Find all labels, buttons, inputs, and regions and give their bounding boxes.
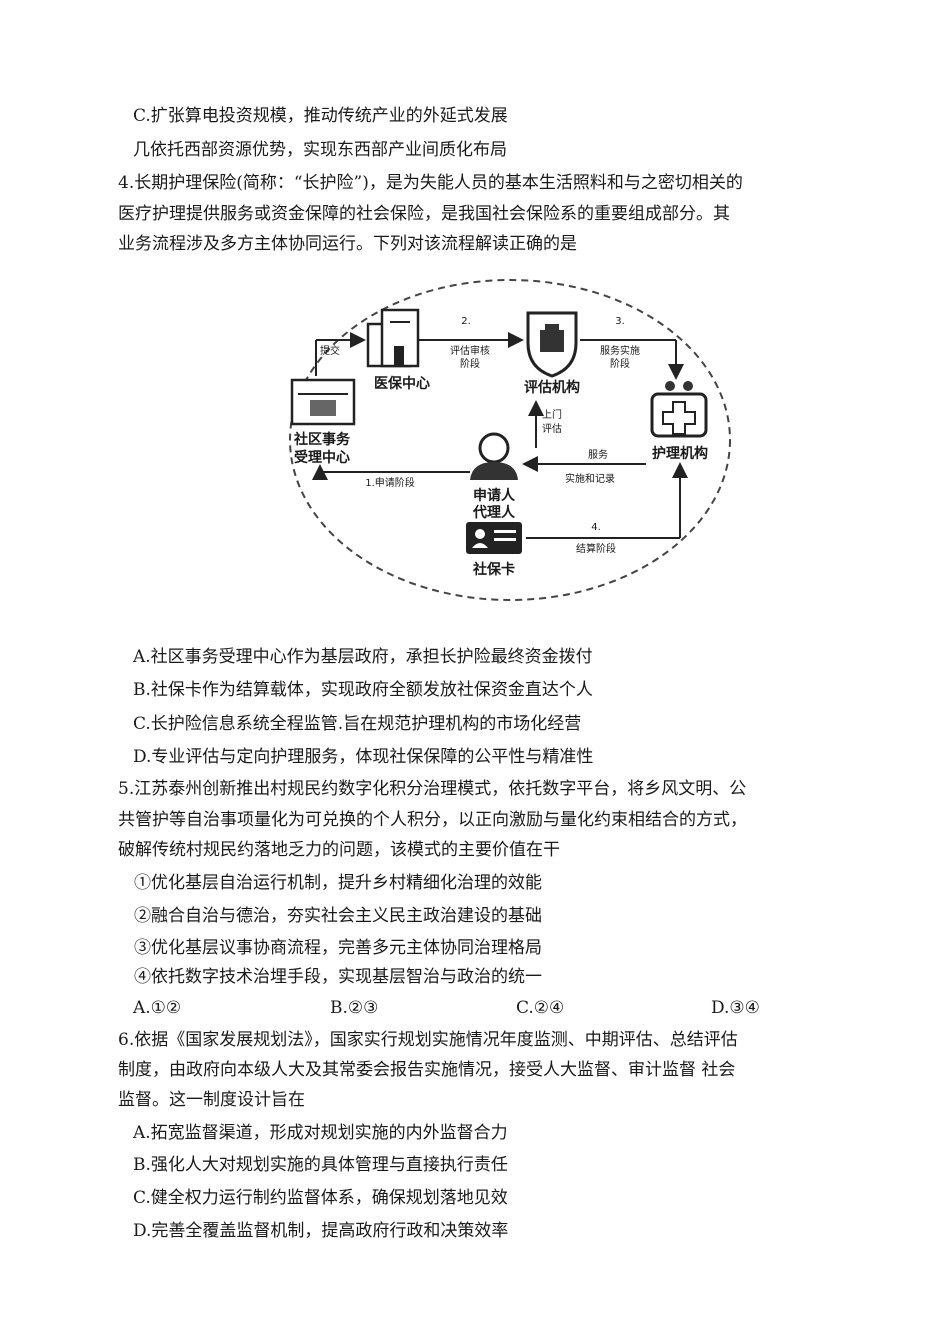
node-nursing-institution: 护理机构 (652, 445, 708, 462)
edge-visit-1: 上门 (542, 408, 562, 421)
q4-option-d: D.专业评估与定向护理服务，体现社保保障的公平性与精准性 (133, 747, 594, 767)
node-medical-center: 医保中心 (374, 375, 430, 392)
edge-submit: 提交 (320, 344, 340, 357)
building-icon (366, 308, 420, 368)
q5-stem-line-1: 5.江苏泰州创新推出村规民约数字化积分治理模式，依托数字平台，将乡风文明、公 (118, 779, 747, 799)
edge-step2-num: 2. (461, 316, 471, 327)
process-flow-diagram: 医保中心 评估机构 社区事务 受理中心 护理机构 申请人 代理人 社保卡 (289, 279, 731, 601)
q6-option-b: B.强化人大对规划实施的具体管理与直接执行责任 (133, 1155, 508, 1175)
q5-choice-b: B.②③ (330, 998, 379, 1018)
q5-item-4: ④依托数字技术治埋手段，实现基层智治与政治的统一 (134, 967, 542, 987)
emblem-icon (526, 311, 578, 378)
service-desk-icon (290, 378, 356, 426)
q6-stem-line-3: 监督。这一制度设计旨在 (118, 1090, 305, 1110)
q6-stem-line-2: 制度，由政府向本级人大及其常委会报告实施情况，接受人大监督、审计监督 社会 (118, 1060, 736, 1080)
q4-stem-line-3: 业务流程涉及多方主体协同运行。下列对该流程解读正确的是 (118, 234, 577, 254)
q5-stem-line-2: 共管护等自治事项量化为可兑换的个人积分，以正向激励与量化约束相结合的方式， (118, 810, 747, 830)
q6-option-a: A.拓宽监督渠道，形成对规划实施的内外监督合力 (133, 1123, 508, 1143)
node-community-line-1: 社区事务 (293, 431, 351, 448)
node-applicant-line-1: 申请人 (473, 487, 516, 504)
id-card-icon (466, 522, 522, 554)
node-card: 社保卡 (472, 561, 515, 578)
q5-choice-d: D.③④ (711, 998, 760, 1018)
q4-stem-line-1: 4.长期护理保险(简称：“长护险”)，是为失能人员的基本生活照料和与之密切相关的 (118, 173, 743, 193)
node-community-line-2: 受理中心 (294, 449, 350, 466)
q6-option-d: D.完善全覆盖监督机制，提高政府行政和决策效率 (133, 1221, 509, 1241)
q5-choice-c: C.②④ (516, 998, 565, 1018)
q5-item-3: ③优化基层议事协商流程，完善多元主体协同治理格局 (134, 938, 542, 958)
node-eval-institution: 评估机构 (524, 379, 580, 396)
edge-step3-stage: 阶段 (610, 357, 630, 370)
edge-service-2: 实施和记录 (565, 472, 615, 485)
q5-choice-a: A.①② (133, 998, 182, 1018)
q6-stem-line-1: 6.依据《国家发展规划法》，国家实行规划实施情况年度监测、中期评估、总结评估 (118, 1030, 738, 1050)
medical-kit-icon (650, 381, 708, 438)
q6-option-c: C.健全权力运行制约监督体系，确保规划落地见效 (133, 1188, 508, 1208)
q4-option-a: A.社区事务受理中心作为基层政府，承担长护险最终资金拨付 (133, 647, 593, 667)
edge-step4-label: 结算阶段 (576, 542, 616, 555)
edge-step4-num: 4. (591, 522, 601, 533)
person-icon (470, 432, 518, 480)
edge-step2-label: 评估审核 (450, 344, 490, 357)
q4-option-b: B.社保卡作为结算载体，实现政府全额发放社保资金直达个人 (133, 680, 593, 700)
q4-stem-line-2: 医疗护理提供服务或资金保障的社会保险，是我国社会保险系的重要组成部分。其 (118, 204, 730, 224)
edge-step3-num: 3. (615, 316, 625, 327)
q5-item-2: ②融合自治与德治，夯实社会主义民主政治建设的基础 (134, 906, 542, 926)
edge-service-1: 服务 (588, 448, 608, 461)
option-line-d-prev: 几依托西部资源优势，实现东西部产业间质化布局 (133, 140, 507, 160)
edge-step2-stage: 阶段 (460, 357, 480, 370)
q4-option-c: C.长护险信息系统全程监管.旨在规范护理机构的市场化经营 (133, 714, 582, 734)
q5-item-1: ①优化基层自治运行机制，提升乡村精细化治理的效能 (134, 873, 542, 893)
edge-step3-label: 服务实施 (600, 344, 640, 357)
edge-visit-2: 评估 (542, 422, 562, 435)
node-applicant-line-2: 代理人 (472, 504, 516, 521)
edge-step1: 1.申请阶段 (365, 476, 415, 489)
dashed-ellipse (289, 279, 731, 601)
option-line-c-prev: C.扩张算电投资规模，推动传统产业的外延式发展 (133, 106, 508, 126)
q5-stem-line-3: 破解传统村规民约落地乏力的问题，该模式的主要价值在干 (118, 840, 560, 860)
